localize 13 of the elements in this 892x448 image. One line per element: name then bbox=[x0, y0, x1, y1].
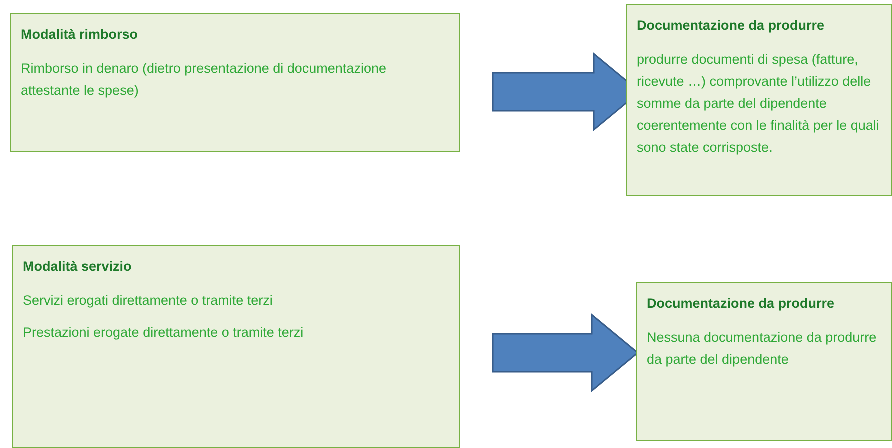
box-heading: Modalità servizio bbox=[23, 258, 133, 276]
text-box bbox=[12, 245, 460, 448]
box-text: Prestazioni erogate direttamente o tramite terzi bbox=[23, 324, 305, 342]
box-heading: Modalità rimborso bbox=[21, 26, 140, 44]
box-text: Servizi erogati direttamente o tramite terzi bbox=[23, 292, 274, 310]
box-text: Rimborso in denaro (dietro presentazione di documentazione attestante le spese) bbox=[21, 60, 388, 100]
box-heading: Documentazione da produrre bbox=[647, 295, 836, 313]
text-box bbox=[636, 282, 892, 441]
text-box bbox=[626, 4, 892, 196]
text-box bbox=[10, 13, 460, 152]
box-heading: Documentazione da produrre bbox=[637, 17, 826, 35]
box-text: produrre documenti di spesa (fatture, ricevute …) comprovante l’utilizzo delle somme da parte del dipendente coerentemente con le finalità per le quali sono state corrisposte. bbox=[637, 51, 880, 157]
box-text: Nessuna documentazione da produrre da parte del dipendente bbox=[647, 329, 878, 369]
